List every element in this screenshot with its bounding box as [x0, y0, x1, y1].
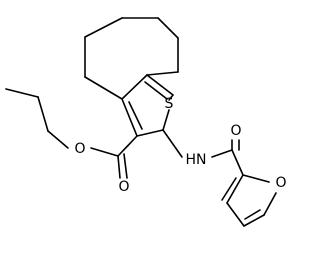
bond [211, 149, 233, 158]
amide-group [162, 129, 244, 176]
bond [162, 129, 183, 158]
bond [90, 147, 119, 157]
bond [168, 94, 174, 101]
bond [242, 174, 270, 183]
bond [146, 74, 174, 96]
bond [84, 76, 123, 100]
propyl-ester-group [5, 88, 138, 179]
furan-ring [221, 174, 277, 227]
structure-canvas: S O O HN O O [5, 17, 287, 227]
bond [117, 155, 121, 179]
bond [157, 17, 179, 39]
bond [226, 174, 244, 204]
bond [146, 71, 179, 76]
bond [121, 74, 148, 100]
amide-nh-label: HN [186, 152, 207, 168]
bond [47, 130, 69, 149]
bond [5, 88, 39, 98]
bond [231, 149, 244, 176]
chemical-structure-diagram: S O O HN O O [5, 17, 287, 227]
bond [37, 96, 49, 132]
bond [136, 129, 164, 137]
double-bond-inner [244, 209, 261, 220]
bond [226, 202, 245, 227]
bond [84, 17, 123, 38]
bond [243, 214, 265, 227]
bond [162, 109, 170, 131]
cycloheptane-ring [84, 17, 179, 100]
thiophene-ring [121, 74, 174, 137]
bond [121, 98, 138, 137]
double-bond-inner [221, 177, 237, 201]
bond [117, 135, 138, 157]
ester-ether-oxygen-label: O [74, 141, 85, 157]
amide-carbonyl-oxygen-label: O [230, 123, 241, 139]
ester-carbonyl-oxygen-label: O [118, 179, 129, 195]
double-bond-inner [144, 81, 168, 100]
double-bond-inner [128, 101, 143, 130]
sulfur-atom-label: S [165, 96, 174, 112]
bond [263, 192, 277, 216]
double-bond [123, 153, 128, 179]
furan-oxygen-label: O [275, 175, 286, 191]
